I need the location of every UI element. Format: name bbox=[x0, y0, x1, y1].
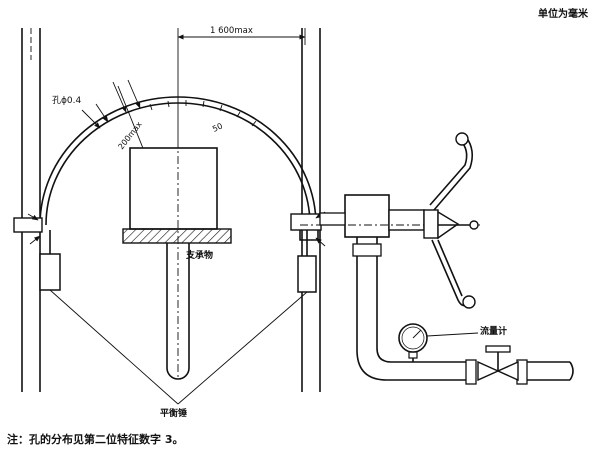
coupling bbox=[319, 212, 346, 226]
flowmeter-leader bbox=[426, 332, 479, 337]
hole-label: 孔ϕ0.4 bbox=[52, 95, 82, 106]
unit-note: 单位为毫米 bbox=[538, 9, 588, 20]
bearing-housing bbox=[344, 194, 390, 238]
flowmeter-label: 流量计 bbox=[480, 325, 507, 337]
radius-label: 200max bbox=[116, 120, 143, 152]
counterweight-leaders bbox=[49, 289, 308, 405]
counterweight-label: 平衡锤 bbox=[160, 407, 187, 419]
drive-shaft bbox=[388, 209, 425, 231]
angle-label: 50 bbox=[211, 121, 224, 133]
spacing-label: 1 600max bbox=[210, 26, 253, 36]
tube-hole-ticks bbox=[149, 100, 257, 127]
spacing-dimension bbox=[177, 28, 306, 140]
water-supply-pipe bbox=[352, 237, 574, 385]
right-wall bbox=[301, 28, 321, 392]
support-label: 支承物 bbox=[185, 249, 213, 261]
footnote: 注：孔的分布见第二位特征数字 3。 bbox=[7, 433, 184, 446]
specimen bbox=[129, 147, 218, 230]
support-platform bbox=[122, 228, 232, 244]
handwheel bbox=[423, 132, 479, 309]
left-counterweight bbox=[39, 253, 61, 291]
right-counterweight bbox=[297, 255, 317, 293]
support-stand bbox=[166, 243, 190, 380]
valve bbox=[477, 345, 519, 382]
flowmeter-gauge bbox=[398, 323, 428, 362]
oscillating-tube bbox=[13, 96, 322, 241]
left-wall bbox=[21, 28, 41, 392]
